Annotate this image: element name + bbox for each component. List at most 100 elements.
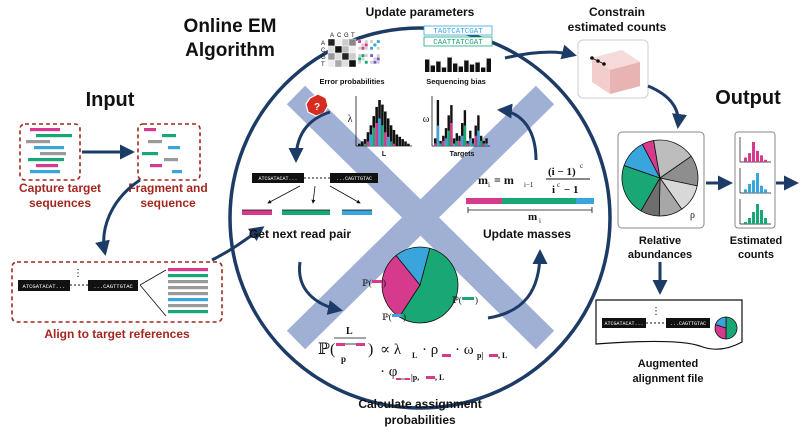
omega-histogram <box>431 96 490 147</box>
mass-den-2: − 1 <box>564 184 579 196</box>
lambda-hist-color-bar-11 <box>389 141 393 146</box>
omega-hist-color-bar-17 <box>479 140 483 146</box>
count-panel-1-bar-1 <box>748 183 751 193</box>
error-cell-2-3 <box>348 52 357 61</box>
big-x-stroke-2 <box>286 85 555 350</box>
pie-prob-left: ℙ( <box>362 278 372 288</box>
error-mini-1-2-1 <box>376 43 381 47</box>
error-mini-2-0-0 <box>357 53 362 58</box>
read-pair-diagram: ATCGATACAT... ...CAGTTGTAC <box>242 173 378 215</box>
formula-p-sub: p <box>341 354 346 364</box>
fragment-read-0 <box>144 128 156 132</box>
formula-rho: · ρ <box>422 342 438 358</box>
acgt-col-a: A <box>330 33 334 39</box>
error-mini-2-0-2 <box>357 60 362 65</box>
mass-den: i <box>552 184 555 196</box>
bias-glyph-5 <box>453 62 458 72</box>
omega-hist-color-bar-5 <box>447 130 450 146</box>
error-mini-3-1-1 <box>373 57 377 61</box>
relative-abundances-label-2: abundances <box>628 249 692 261</box>
count-panel-2-bar-2 <box>752 212 755 224</box>
bias-glyph-gap-1 <box>430 64 435 66</box>
augmented-alignment-file: ATCGATACAT... ...CAGTTGTAC ⋮ <box>595 299 743 350</box>
mass-eq: = m <box>494 173 514 187</box>
count-panel-0-bar-1 <box>748 153 751 162</box>
error-cell-0-1 <box>334 38 343 47</box>
aug-ellipsis: ⋮ <box>651 306 661 317</box>
abundance-pie-slice-0 <box>621 164 661 212</box>
online-em-title-1: Online EM <box>184 16 277 37</box>
formula-lambda-sub: L <box>412 351 417 360</box>
seq-bias-top-text: TAGTCATCGAT <box>433 28 483 36</box>
count-panel-1-bar-3 <box>756 173 759 193</box>
formula-phi-sub: |p, <box>411 373 419 382</box>
count-panel-0-bar-2 <box>752 142 755 162</box>
capture-read-4 <box>40 152 66 156</box>
online-em-title-2: Algorithm <box>185 40 275 61</box>
error-mini-0-0-2 <box>357 46 362 51</box>
arrow-masses-to-params <box>497 103 538 161</box>
omega-hist-color-bar-19 <box>485 143 488 146</box>
aug-seq-right: ...CAGTTGTAC <box>670 321 706 327</box>
count-panel-2-bar-0 <box>744 222 747 224</box>
relative-abundances-label-1: Relative <box>639 235 681 247</box>
omega-hist-color-bar-12 <box>466 143 469 146</box>
assignment-pie-slice-2 <box>395 246 431 286</box>
align-read-2 <box>168 280 208 284</box>
lambda-hist-bar-0 <box>358 143 361 146</box>
error-cell-0-2 <box>341 38 350 47</box>
formula-omega: · ω <box>455 342 474 358</box>
calculate-label-1: Calculate assignment <box>358 397 481 411</box>
omega-hist-color-bar-7 <box>452 143 456 146</box>
formula-omega-L: , L <box>498 351 507 360</box>
estimated-counts-label-1: Estimated <box>730 235 783 247</box>
update-parameters-title: Update parameters <box>366 5 475 19</box>
omega-hist-bar-0 <box>434 138 437 146</box>
error-mini-3-2-0 <box>376 53 381 58</box>
omega-hist-bar-1 <box>436 100 440 146</box>
output-title: Output <box>715 87 781 109</box>
fragment-read-5 <box>164 158 178 162</box>
error-cell-3-3 <box>348 59 357 68</box>
error-mini-2-2-1 <box>364 57 369 61</box>
acgt-col-c: C <box>337 33 342 39</box>
error-cell-1-3 <box>348 45 357 54</box>
lambda-hist-bar-1 <box>360 141 364 146</box>
capture-read-2 <box>26 140 50 144</box>
update-masses-label: Update masses <box>483 227 571 241</box>
arrow-assign-to-masses <box>487 249 548 320</box>
acgt-col-g: G <box>344 33 349 39</box>
mass-bar <box>466 198 594 213</box>
error-cell-2-1 <box>334 52 343 61</box>
bias-glyph-3 <box>441 66 447 72</box>
formula-phi-L: , L <box>435 373 444 382</box>
abundance-box: ρ <box>617 131 705 229</box>
omega-hist-color-bar-1 <box>436 125 440 146</box>
augmented-label-2: alignment file <box>633 373 704 385</box>
bias-glyph-gap-3 <box>441 66 447 68</box>
lambda-hist-color-bar-9 <box>384 132 387 146</box>
sequencing-bias-label: Sequencing bias <box>426 77 486 86</box>
fragment-read-2 <box>148 140 162 144</box>
error-mini-0-2-2 <box>364 46 369 51</box>
omega-hist-color-bar-0 <box>434 143 437 146</box>
error-cell-3-1 <box>334 59 343 68</box>
lambda-hist-bar-14 <box>398 136 402 146</box>
ref-seq-left-1 <box>18 280 70 291</box>
error-mini-1-0-2 <box>369 46 374 51</box>
lambda-hist-color-bar-2 <box>363 143 367 146</box>
align-read-1 <box>168 274 208 278</box>
error-probabilities-label: Error probabilities <box>319 77 384 86</box>
capture-box <box>19 123 81 181</box>
fragment-label-1: Fragment and <box>128 181 207 195</box>
em-cycle-circle <box>228 26 612 410</box>
abundance-pie-slice-7 <box>640 177 661 217</box>
count-panel-1-bar-4 <box>760 185 763 193</box>
arrow-read-to-assign <box>298 261 343 315</box>
count-panel-2-bar-1 <box>748 218 751 224</box>
count-panel-1-bar-2 <box>752 180 755 193</box>
error-cell-2-0 <box>327 52 336 61</box>
align-read-7 <box>168 310 208 314</box>
omega-hist-color-bar-9 <box>458 140 461 146</box>
question-mark: ? <box>314 102 320 113</box>
